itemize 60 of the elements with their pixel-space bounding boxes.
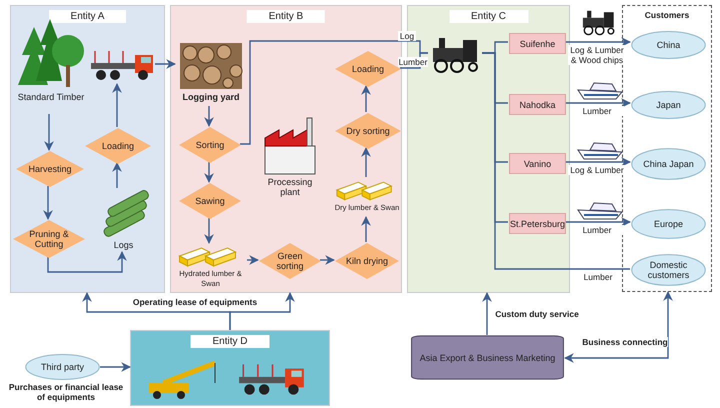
arrow — [247, 255, 259, 265]
arrow — [565, 217, 631, 227]
arrow — [47, 251, 127, 273]
edge-label: Log — [398, 31, 416, 41]
node-label: Logs — [112, 240, 134, 250]
edge-label: Lumber — [398, 57, 428, 67]
arrow — [112, 83, 122, 127]
arrow — [44, 114, 54, 151]
arrow — [482, 292, 492, 335]
arrow — [43, 186, 53, 220]
customer-ellipse: China — [631, 31, 706, 59]
arrow — [565, 157, 631, 167]
arrow — [320, 255, 335, 265]
edge-label: Operating lease of equipments — [130, 297, 260, 307]
arrow — [100, 362, 131, 372]
edge-label: Log & Lumber — [568, 165, 626, 175]
port-box: Suifenhe — [509, 33, 566, 54]
node-label: Processing plant — [266, 177, 314, 197]
arrow — [204, 218, 214, 244]
arrow — [564, 291, 673, 363]
process-diamond: Sawing — [179, 183, 241, 219]
port-box: Vanino — [509, 153, 566, 174]
process-diamond: Kiln drying — [335, 243, 399, 279]
edge-label: Log & Lumber & Wood chips — [568, 45, 626, 65]
node-label: Logging yard — [182, 92, 240, 102]
arrow — [204, 162, 214, 183]
entity-panel — [622, 5, 712, 292]
marketing-box: Asia Export & Business Marketing — [410, 335, 565, 380]
edge-label: Business connecting — [582, 337, 668, 347]
customer-ellipse: China Japan — [631, 148, 706, 180]
arrow — [565, 98, 631, 108]
entity-panel — [130, 330, 330, 406]
process-diamond: Sorting — [179, 127, 241, 163]
customer-ellipse: Third party — [25, 354, 100, 380]
process-diamond: Green sorting — [259, 243, 321, 279]
arrow — [155, 59, 176, 69]
port-box: St.Petersburg — [509, 213, 566, 234]
process-diamond: Harvesting — [16, 151, 84, 187]
customer-ellipse: Domestic customers — [631, 254, 706, 286]
arrow — [565, 37, 631, 47]
process-diamond: Loading — [85, 128, 151, 164]
arrow — [204, 106, 214, 127]
arrow — [361, 147, 371, 177]
entity-title: Entity B — [246, 10, 326, 23]
arrow — [229, 292, 295, 330]
arrow — [361, 85, 371, 112]
process-diamond: Dry sorting — [335, 113, 401, 149]
entity-title: Entity C — [449, 10, 528, 23]
entity-panel — [10, 5, 165, 293]
port-box: Nahodka — [509, 94, 566, 115]
arrow — [112, 162, 122, 188]
entity-title: Entity D — [190, 335, 270, 348]
customer-ellipse: Japan — [631, 91, 706, 119]
process-diamond: Pruning & Cutting — [13, 220, 85, 258]
entity-title: Entity A — [48, 10, 126, 23]
arrow — [361, 216, 371, 242]
edge-label: Purchases or financial lease of equipments — [6, 382, 126, 402]
node-label: Standard Timber — [16, 92, 86, 102]
customer-ellipse: Europe — [631, 209, 706, 239]
group-title: Customers — [644, 10, 690, 20]
